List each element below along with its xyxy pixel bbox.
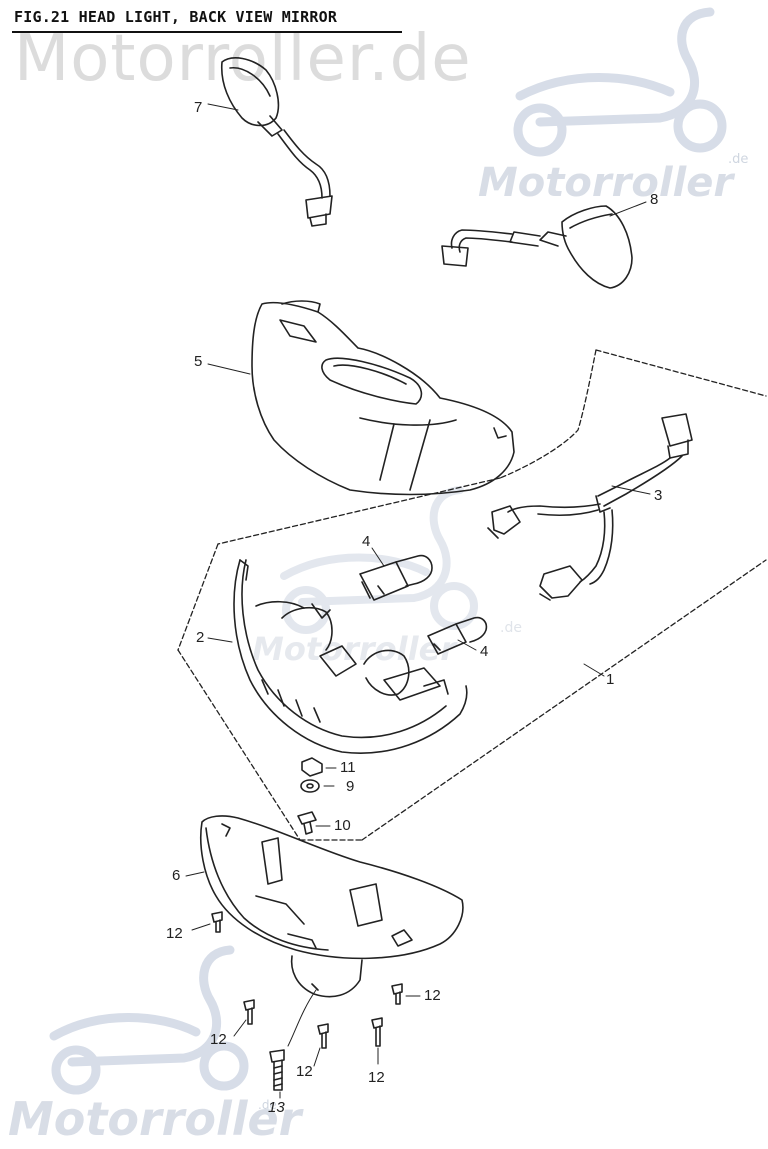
part-label-nut: 11 bbox=[340, 759, 356, 776]
mirror-right-part bbox=[441, 205, 633, 289]
part-label-screw-e: 12 bbox=[368, 1069, 385, 1086]
screw-lens-part bbox=[297, 811, 317, 835]
part-label-headlight-lens: 2 bbox=[196, 629, 205, 646]
scooter-logo-watermark-center bbox=[280, 486, 478, 634]
part-label-headlight-assembly: 1 bbox=[606, 671, 615, 688]
mirror-left-part bbox=[220, 57, 333, 227]
headlight-lens-part bbox=[233, 559, 468, 754]
figure-title: FIG.21 HEAD LIGHT, BACK VIEW MIRROR bbox=[14, 8, 338, 26]
headlight-housing-part bbox=[199, 815, 464, 998]
bulb-upper-part bbox=[359, 554, 433, 601]
part-label-screw-b: 12 bbox=[424, 987, 441, 1004]
assembly-outline bbox=[177, 349, 767, 841]
leader-lines bbox=[185, 103, 651, 1099]
part-label-bolt: 13 bbox=[268, 1099, 285, 1116]
part-label-headlight-housing: 6 bbox=[172, 867, 181, 884]
watermark-brand-right: Motorroller bbox=[478, 160, 734, 206]
part-label-screw-lens: 10 bbox=[334, 817, 351, 834]
scooter-logo-watermark bbox=[513, 7, 727, 157]
screw-c-part bbox=[243, 999, 255, 1025]
part-label-screw-a: 12 bbox=[166, 925, 183, 942]
watermark-tld-bottom: .de bbox=[258, 1098, 277, 1112]
part-label-headlight-cover: 5 bbox=[194, 353, 203, 370]
part-label-bulb-upper: 4 bbox=[362, 533, 371, 550]
screw-a-part bbox=[211, 911, 223, 933]
screw-d-part bbox=[317, 1023, 329, 1049]
bolt-part bbox=[269, 1049, 285, 1091]
wire-harness-part bbox=[487, 413, 693, 601]
part-label-bulb-lower: 4 bbox=[480, 643, 489, 660]
watermark-brand-bottom: Motorroller bbox=[8, 1092, 302, 1146]
part-label-mirror-left: 7 bbox=[194, 99, 203, 116]
part-label-screw-d: 12 bbox=[296, 1063, 313, 1080]
part-label-mirror-right: 8 bbox=[650, 191, 659, 208]
watermark-tld-right: .de bbox=[728, 152, 749, 167]
washer-part bbox=[300, 779, 320, 793]
part-label-screw-c: 12 bbox=[210, 1031, 227, 1048]
screw-b-part bbox=[391, 983, 403, 1005]
nut-part bbox=[301, 757, 323, 777]
scooter-logo-watermark-bottom bbox=[49, 945, 249, 1095]
part-label-washer: 9 bbox=[346, 778, 355, 795]
title-underline bbox=[12, 31, 402, 33]
part-label-wire-harness: 3 bbox=[654, 487, 663, 504]
watermark-tld-center: .de bbox=[500, 620, 522, 636]
headlight-cover-part bbox=[251, 300, 515, 496]
bulb-lower-part bbox=[427, 616, 488, 655]
screw-e-part bbox=[371, 1017, 383, 1047]
